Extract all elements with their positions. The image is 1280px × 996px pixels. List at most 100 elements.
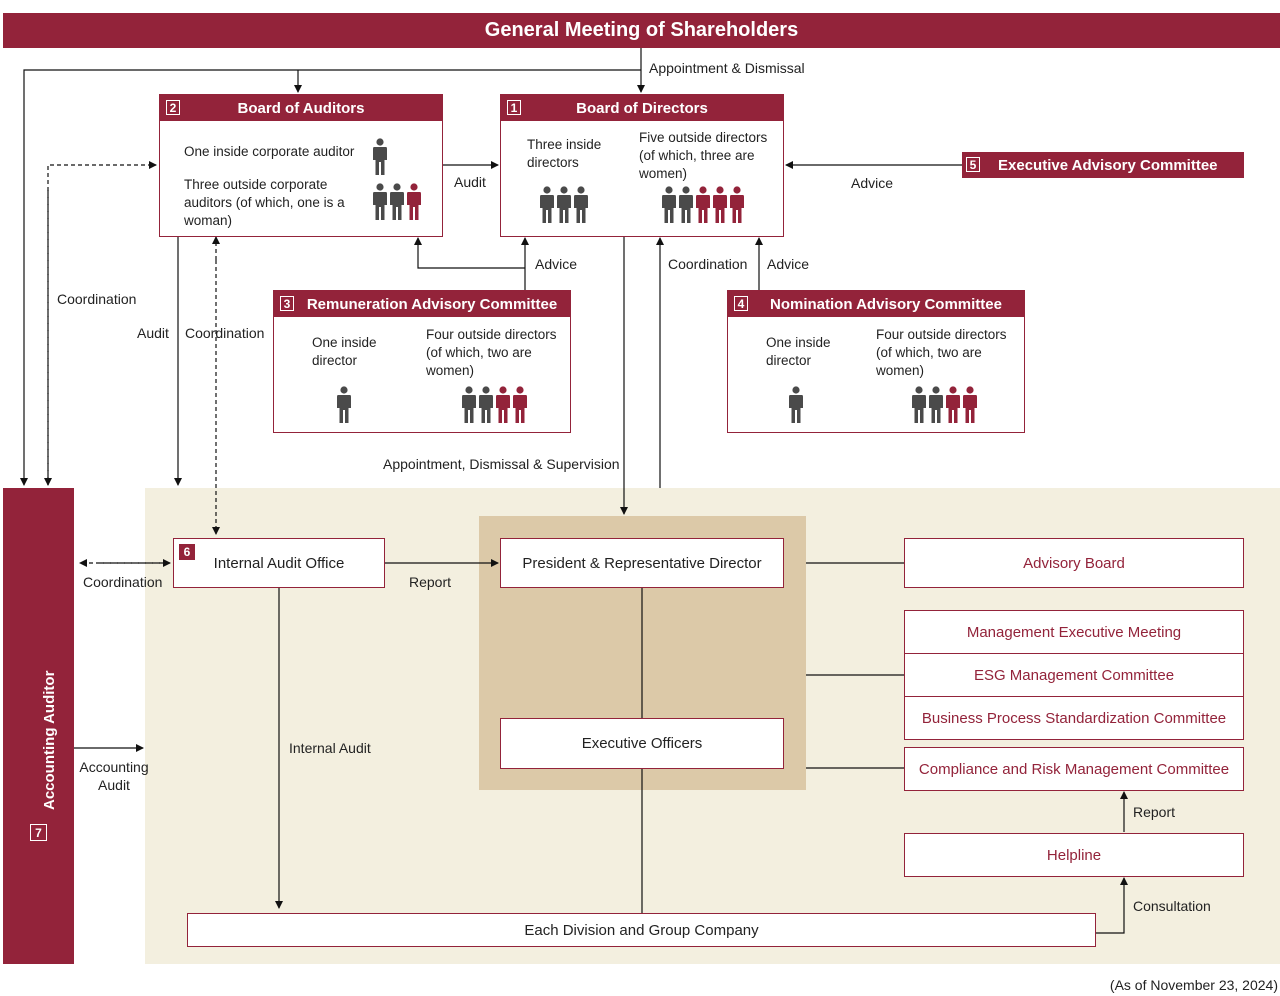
accounting-audit-label: Accounting Audit [79, 759, 149, 793]
executive-officers-title: Executive Officers [581, 735, 703, 752]
rem-outside-figures [461, 386, 528, 424]
person-icon [679, 186, 693, 223]
internal-audit-office-title: Internal Audit Office [213, 554, 345, 572]
president-box: President & Representative Director [500, 538, 784, 588]
person-icon [929, 386, 943, 423]
internal-audit-label: Internal Audit [289, 740, 371, 756]
coordination-label-bod: Coordination [668, 256, 748, 272]
accounting-auditor-title: Accounting Auditor [41, 670, 58, 810]
nomination-committee-header: 4 Nomination Advisory Committee [728, 291, 1024, 317]
woman-person-icon [730, 186, 744, 223]
executive-advisory-title: Executive Advisory Committee [998, 156, 1218, 174]
person-icon [373, 138, 387, 175]
nom-outside-figures [911, 386, 978, 424]
rem-outside-text: Four outside directors (of which, two ar… [426, 327, 557, 378]
accounting-auditor-bar: Accounting Auditor 7 [3, 488, 74, 964]
audit-label-boards: Audit [454, 174, 486, 190]
woman-person-icon [407, 183, 421, 220]
person-icon [789, 386, 803, 423]
committee-box: ESG Management Committee [904, 653, 1244, 697]
number-badge: 6 [179, 544, 195, 560]
shareholders-meeting-banner: General Meeting of Shareholders [3, 13, 1280, 48]
rem-inside-text: One inside director [312, 335, 377, 368]
number-badge: 4 [734, 296, 748, 311]
nom-inside-figures [788, 386, 804, 424]
outside-directors-text: Five outside directors (of which, three … [639, 130, 768, 181]
divisions-box: Each Division and Group Company [187, 913, 1096, 947]
board-of-directors-title: Board of Directors [576, 99, 708, 117]
person-icon [574, 186, 588, 223]
woman-person-icon [946, 386, 960, 423]
remuneration-committee-title: Remuneration Advisory Committee [306, 295, 558, 313]
nomination-committee-title: Nomination Advisory Committee [770, 295, 1002, 313]
committee-title: ESG Management Committee [973, 666, 1175, 684]
committee-box: Business Process Standardization Committ… [904, 696, 1244, 740]
appointment-supervision-label: Appointment, Dismissal & Supervision [383, 456, 620, 472]
as-of-date: (As of November 23, 2024) [1109, 977, 1278, 993]
number-badge: 3 [280, 296, 294, 311]
report-label-ia: Report [409, 574, 452, 590]
helpline-title: Helpline [1046, 846, 1102, 864]
number-badge: 7 [30, 824, 47, 841]
committee-title: Business Process Standardization Committ… [921, 709, 1227, 727]
outside-auditors-figures [372, 183, 422, 221]
woman-person-icon [963, 386, 977, 423]
inside-auditor-figures [372, 138, 388, 176]
executive-officers-box: Executive Officers [500, 718, 784, 769]
person-icon [540, 186, 554, 223]
advisory-board-title: Advisory Board [1023, 554, 1125, 572]
nom-inside-text: One inside director [766, 335, 831, 368]
woman-person-icon [496, 386, 510, 423]
nomination-committee-box: 4 Nomination Advisory Committee One insi… [727, 290, 1025, 433]
advice-label-rem: Advice [535, 256, 578, 272]
helpline-box: Helpline [904, 833, 1244, 877]
person-icon [373, 183, 387, 220]
inside-directors-figures [539, 186, 589, 224]
president-title: President & Representative Director [522, 554, 762, 572]
appointment-dismissal-label: Appointment & Dismissal [649, 60, 805, 76]
rem-inside-figures [336, 386, 352, 424]
person-icon [557, 186, 571, 223]
outside-auditors-text: Three outside corporate auditors (of whi… [184, 177, 345, 228]
woman-person-icon [713, 186, 727, 223]
person-icon [390, 183, 404, 220]
inside-auditor-text: One inside corporate auditor [184, 144, 355, 159]
advice-label-exec: Advice [851, 175, 894, 191]
inside-directors-text: Three inside directors [527, 137, 602, 170]
audit-label-left: Audit [137, 325, 169, 341]
compliance-committee-title: Compliance and Risk Management Committee [918, 760, 1230, 778]
shareholders-title: General Meeting of Shareholders [484, 19, 799, 41]
person-icon [912, 386, 926, 423]
board-of-auditors-header: 2 Board of Auditors [160, 95, 442, 121]
number-badge: 2 [166, 100, 180, 115]
consultation-label: Consultation [1133, 898, 1211, 914]
person-icon [662, 186, 676, 223]
executive-advisory-committee: 5 Executive Advisory Committee [962, 152, 1244, 178]
number-badge: 1 [507, 100, 521, 115]
committee-title: Management Executive Meeting [966, 623, 1182, 641]
board-of-directors-box: 1 Board of Directors Three inside direct… [500, 94, 784, 237]
coordination-label-left: Coordination [57, 291, 137, 307]
divisions-title: Each Division and Group Company [524, 921, 759, 939]
woman-person-icon [696, 186, 710, 223]
report-label-helpline: Report [1133, 804, 1176, 820]
compliance-committee-box: Compliance and Risk Management Committee [904, 747, 1244, 791]
board-of-directors-header: 1 Board of Directors [501, 95, 783, 121]
outside-directors-figures [661, 186, 745, 224]
person-icon [479, 386, 493, 423]
internal-audit-office-box: 6 Internal Audit Office [173, 538, 385, 588]
coordination-label-ia: Coordination [83, 574, 163, 590]
remuneration-committee-box: 3 Remuneration Advisory Committee One in… [273, 290, 571, 433]
remuneration-committee-header: 3 Remuneration Advisory Committee [274, 291, 570, 317]
board-of-auditors-title: Board of Auditors [237, 99, 365, 117]
board-of-auditors-box: 2 Board of Auditors One inside corporate… [159, 94, 443, 237]
coordination-label-mid: Coordination [185, 325, 265, 341]
woman-person-icon [513, 386, 527, 423]
person-icon [337, 386, 351, 423]
advisory-board-box: Advisory Board [904, 538, 1244, 588]
nom-outside-text: Four outside directors (of which, two ar… [876, 327, 1007, 378]
advice-label-nom: Advice [767, 256, 810, 272]
number-badge: 5 [966, 157, 980, 172]
committee-box: Management Executive Meeting [904, 610, 1244, 654]
